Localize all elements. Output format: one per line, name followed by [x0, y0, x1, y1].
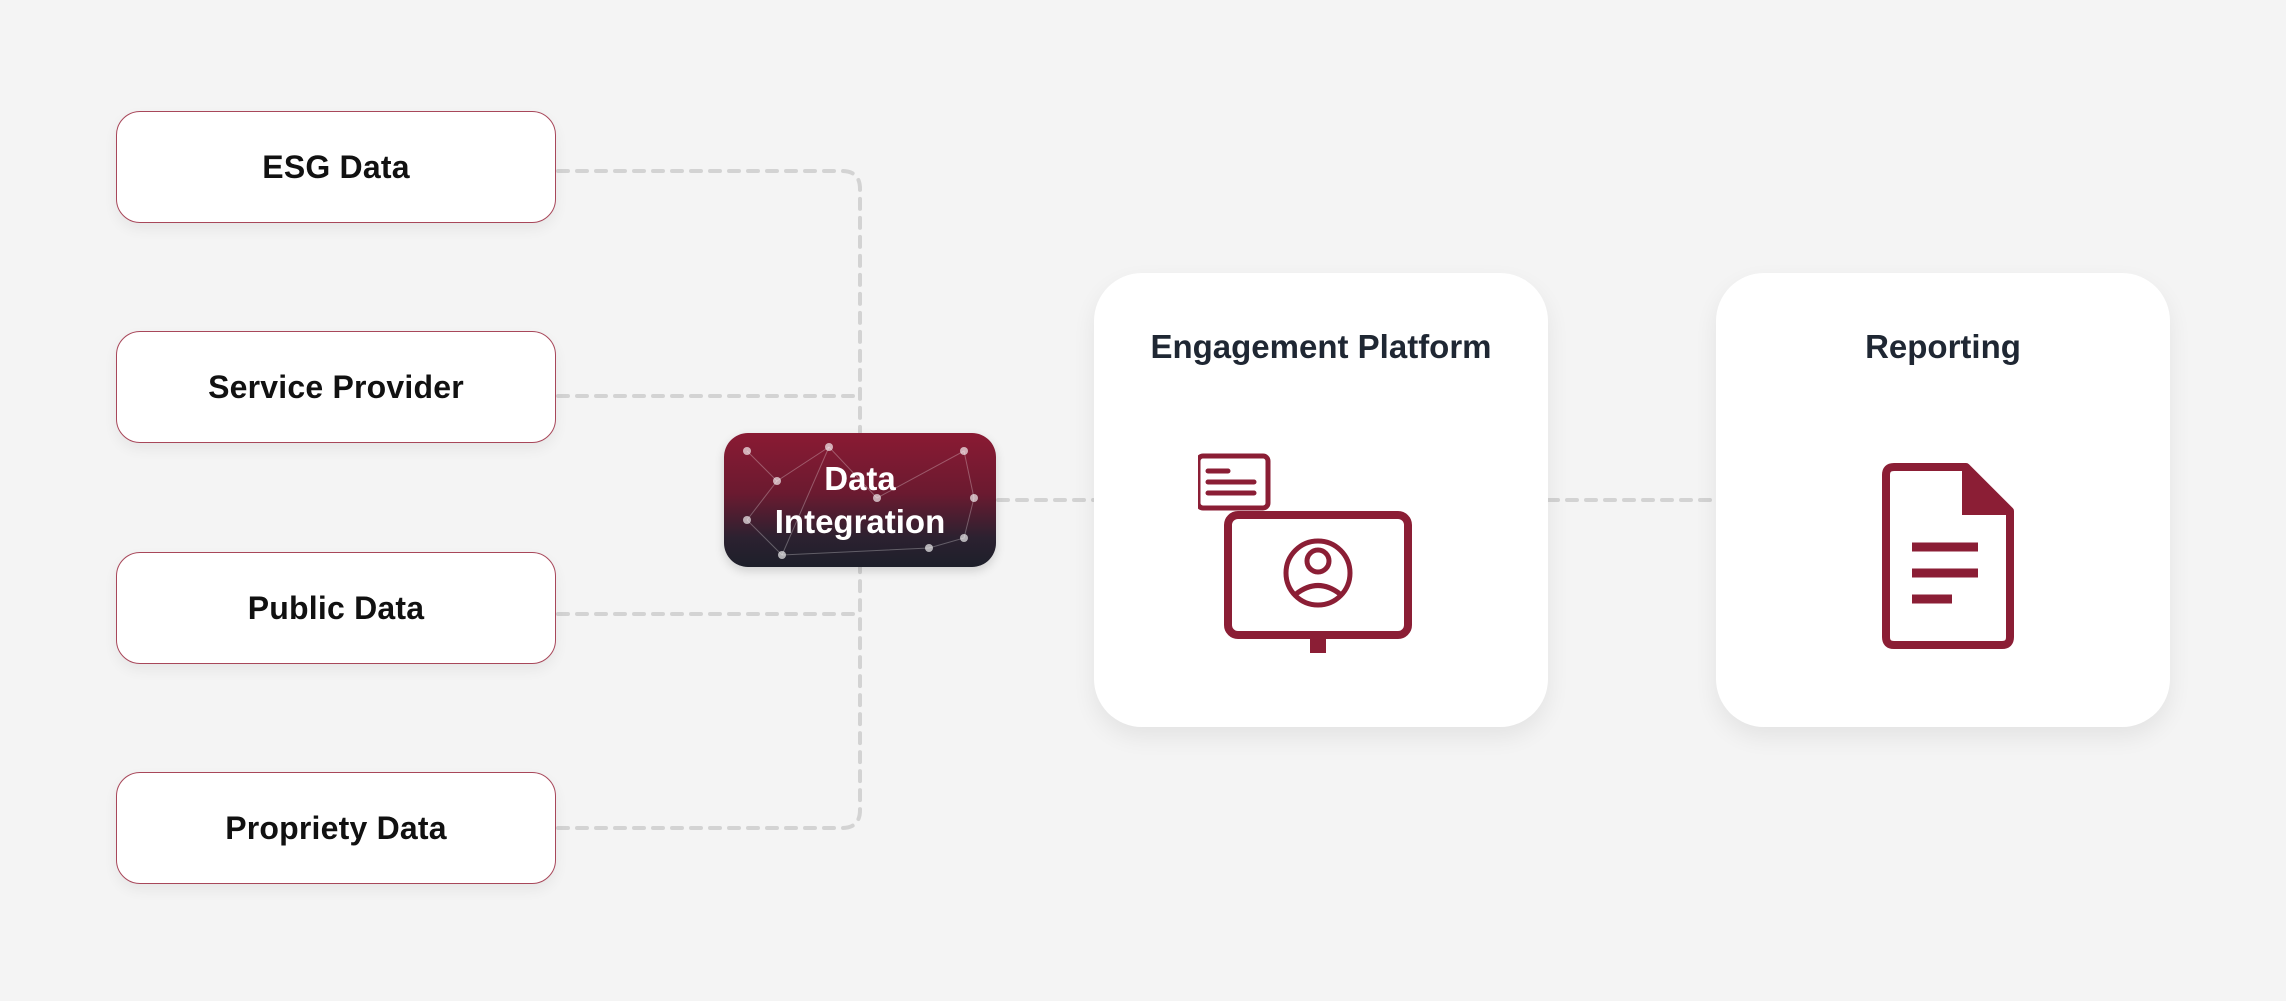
document-icon: [1882, 463, 2014, 649]
integration-label: Data Integration: [774, 460, 946, 540]
engagement-platform-title: Engagement Platform: [1150, 328, 1492, 365]
reporting-card: Reporting: [1716, 273, 2170, 727]
connector-esg-data: [556, 169, 862, 435]
network-pattern-icon: [743, 443, 978, 559]
source-label: ESG Data: [262, 148, 410, 185]
connector-propriety-data: [556, 565, 862, 830]
source-propriety-data: Propriety Data: [116, 772, 556, 884]
source-label: Public Data: [247, 589, 425, 626]
source-service-provider: Service Provider: [116, 331, 556, 443]
source-public-data: Public Data: [116, 552, 556, 664]
source-label: Service Provider: [208, 368, 464, 405]
source-esg-data: ESG Data: [116, 111, 556, 223]
data-integration-node: Data Integration: [724, 433, 996, 567]
reporting-title: Reporting: [1865, 328, 2021, 365]
source-label: Propriety Data: [225, 809, 447, 846]
monitor-user-icon: [1198, 453, 1412, 653]
engagement-platform-card: Engagement Platform: [1094, 273, 1548, 727]
